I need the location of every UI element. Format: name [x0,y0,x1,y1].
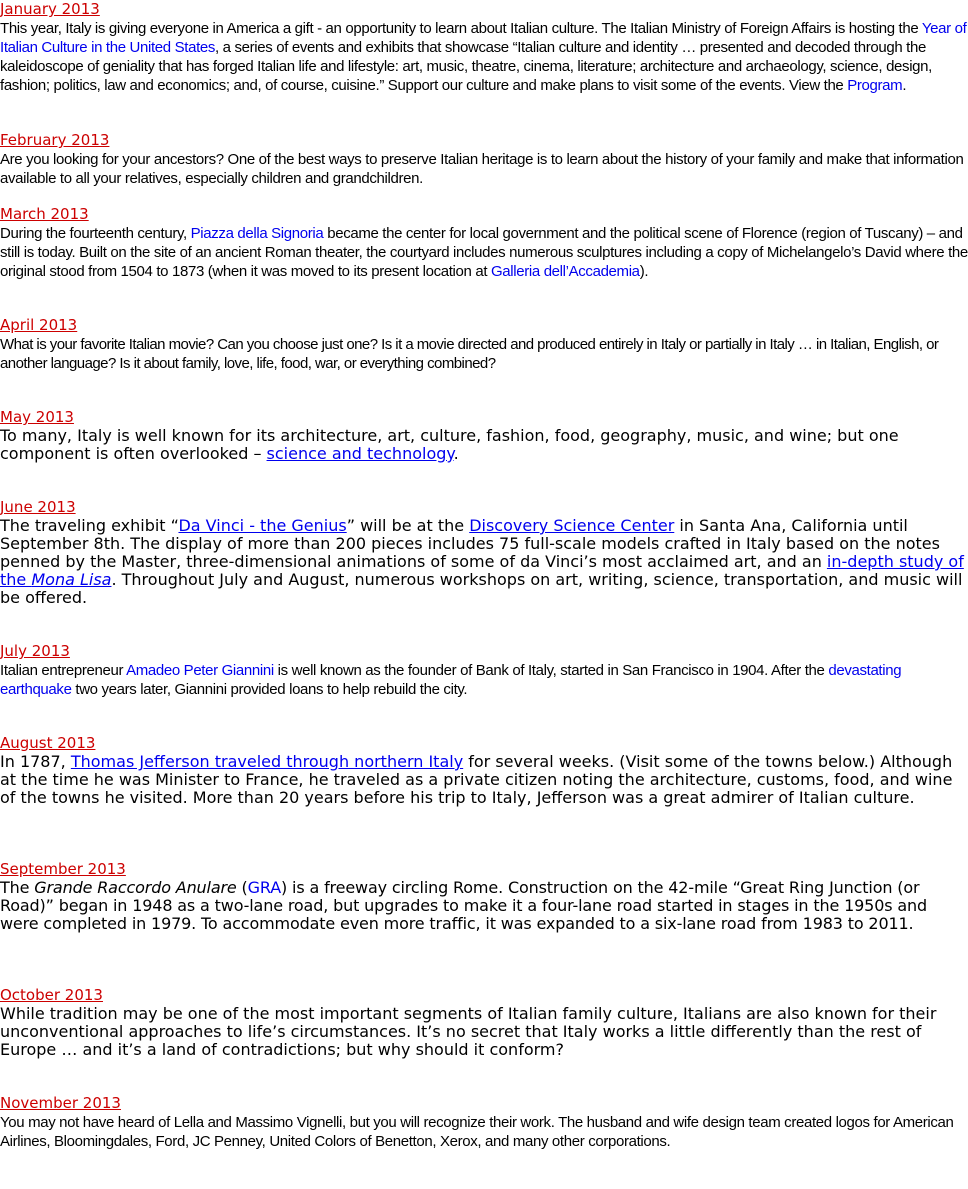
entry-march: March 2013 During the fourteenth century… [0,205,968,281]
month-link-june[interactable]: June 2013 [0,498,76,516]
entry-text: During the fourteenth century, Piazza de… [0,225,968,280]
entry-text: While tradition may be one of the most i… [0,1004,937,1059]
amadeo-giannini-link[interactable]: Amadeo Peter Giannini [126,662,274,679]
year-of-italian-culture-link[interactable]: Year of Italian Culture in the United St… [0,20,967,56]
entry-november: November 2013 You may not have heard of … [0,1094,968,1151]
da-vinci-genius-link[interactable]: Da Vinci - the Genius [178,516,347,535]
entry-text: The Grande Raccordo Anulare (GRA) is a f… [0,878,927,933]
entry-january: January 2013 This year, Italy is giving … [0,0,968,95]
entry-october: October 2013 While tradition may be one … [0,986,968,1059]
entry-may: May 2013 To many, Italy is well known fo… [0,408,968,463]
month-link-march[interactable]: March 2013 [0,205,89,223]
entry-text: In 1787, Thomas Jefferson traveled throu… [0,752,953,807]
entry-february: February 2013 Are you looking for your a… [0,131,968,188]
entry-june: June 2013 The traveling exhibit “Da Vinc… [0,498,968,607]
jefferson-italy-link[interactable]: Thomas Jefferson traveled through northe… [70,752,464,771]
entry-text: What is your favorite Italian movie? Can… [0,336,939,372]
month-link-november[interactable]: November 2013 [0,1094,121,1112]
entry-text: Italian entrepreneur Amadeo Peter Gianni… [0,662,902,698]
month-link-may[interactable]: May 2013 [0,408,74,426]
month-link-october[interactable]: October 2013 [0,986,103,1004]
piazza-della-signoria-link[interactable]: Piazza della Signoria [190,225,324,242]
entry-text: You may not have heard of Lella and Mass… [0,1114,954,1150]
month-link-august[interactable]: August 2013 [0,734,96,752]
entry-text: This year, Italy is giving everyone in A… [0,20,967,94]
science-technology-link[interactable]: science and technology [266,444,454,463]
mona-lisa-study-link[interactable]: in-depth study of the Mona Lisa [0,552,964,589]
month-link-april[interactable]: April 2013 [0,316,78,334]
month-link-february[interactable]: February 2013 [0,131,110,149]
entry-text: The traveling exhibit “Da Vinci - the Ge… [0,516,964,607]
month-link-july[interactable]: July 2013 [0,642,70,660]
program-link[interactable]: Program [847,77,903,94]
month-link-september[interactable]: September 2013 [0,860,126,878]
entry-september: September 2013 The Grande Raccordo Anula… [0,860,968,933]
devastating-earthquake-link[interactable]: devastating earthquake [0,662,902,698]
entry-text: Are you looking for your ancestors? One … [0,151,964,187]
entry-text: To many, Italy is well known for its arc… [0,426,899,463]
galleria-accademia-link[interactable]: Galleria dell’Accademia [490,263,640,280]
month-link-january[interactable]: January 2013 [0,0,100,18]
gra-link[interactable]: GRA [247,878,282,897]
entry-april: April 2013 What is your favorite Italian… [0,316,968,373]
discovery-science-center-link[interactable]: Discovery Science Center [469,516,675,535]
entry-august: August 2013 In 1787, Thomas Jefferson tr… [0,734,968,807]
entry-july: July 2013 Italian entrepreneur Amadeo Pe… [0,642,968,699]
